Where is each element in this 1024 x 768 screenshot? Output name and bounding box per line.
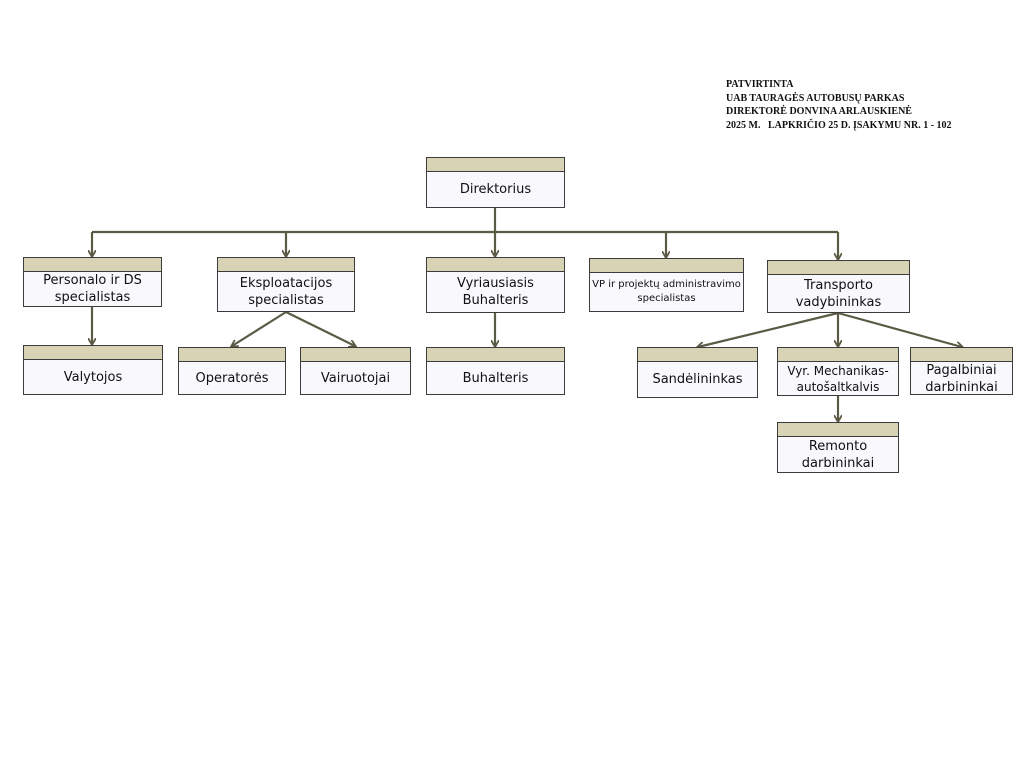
node-vairuotojai: Vairuotojai: [300, 347, 411, 395]
node-label: Sandėlininkas: [652, 372, 743, 387]
node-label: Direktorius: [459, 182, 532, 197]
node-mechanikas: Vyr. Mechanikas-autošaltkalvis: [777, 347, 899, 396]
node-personalo: Personalo ir DS specialistas: [23, 257, 162, 307]
node-sandelininkas: Sandėlininkas: [637, 347, 758, 398]
approval-line: 2025 M. LAPKRIČIO 25 D. ĮSAKYMU NR. 1 - …: [726, 119, 952, 131]
node-label: Buhalteris: [462, 370, 529, 386]
node-label: Vyr. Mechanikas-autošaltkalvis: [787, 363, 889, 394]
node-label: Vairuotojai: [320, 370, 391, 386]
node-vyr-buhalteris: Vyriausiasis Buhalteris: [426, 257, 565, 313]
node-label: Transporto vadybininkas: [795, 277, 882, 310]
node-label: Pagalbiniai darbininkai: [925, 363, 998, 395]
node-label: Eksploatacijos specialistas: [239, 275, 333, 308]
node-label: VP ir projektų administravimo specialist…: [592, 279, 741, 304]
connector: [698, 311, 839, 347]
node-remonto: Remonto darbininkai: [777, 422, 899, 473]
node-label: Remonto darbininkai: [801, 438, 875, 471]
approval-line: PATVIRTINTA: [726, 79, 794, 90]
connector: [837, 311, 962, 347]
node-label: Valytojos: [63, 369, 123, 385]
approval-line: UAB TAURAGĖS AUTOBUSŲ PARKAS: [726, 92, 905, 104]
node-label: Operatorės: [195, 370, 269, 386]
node-label: Personalo ir DS specialistas: [43, 273, 142, 305]
connector: [232, 311, 287, 346]
node-pagalbiniai: Pagalbiniai darbininkai: [910, 347, 1013, 395]
node-valytojos: Valytojos: [23, 345, 163, 395]
node-transporto: Transporto vadybininkas: [767, 260, 910, 313]
node-vp: VP ir projektų administravimo specialist…: [589, 258, 744, 312]
approval-line: DIREKTORĖ DONVINA ARLAUSKIENĖ: [726, 106, 912, 117]
node-label: Vyriausiasis Buhalteris: [457, 276, 534, 308]
connector: [285, 311, 355, 346]
node-eksploatacijos: Eksploatacijos specialistas: [217, 257, 355, 312]
node-operatores: Operatorės: [178, 347, 286, 395]
approval-stamp: PATVIRTINTA UAB TAURAGĖS AUTOBUSŲ PARKAS…: [726, 78, 952, 132]
node-direktorius: Direktorius: [426, 157, 565, 208]
node-buhalteris: Buhalteris: [426, 347, 565, 395]
